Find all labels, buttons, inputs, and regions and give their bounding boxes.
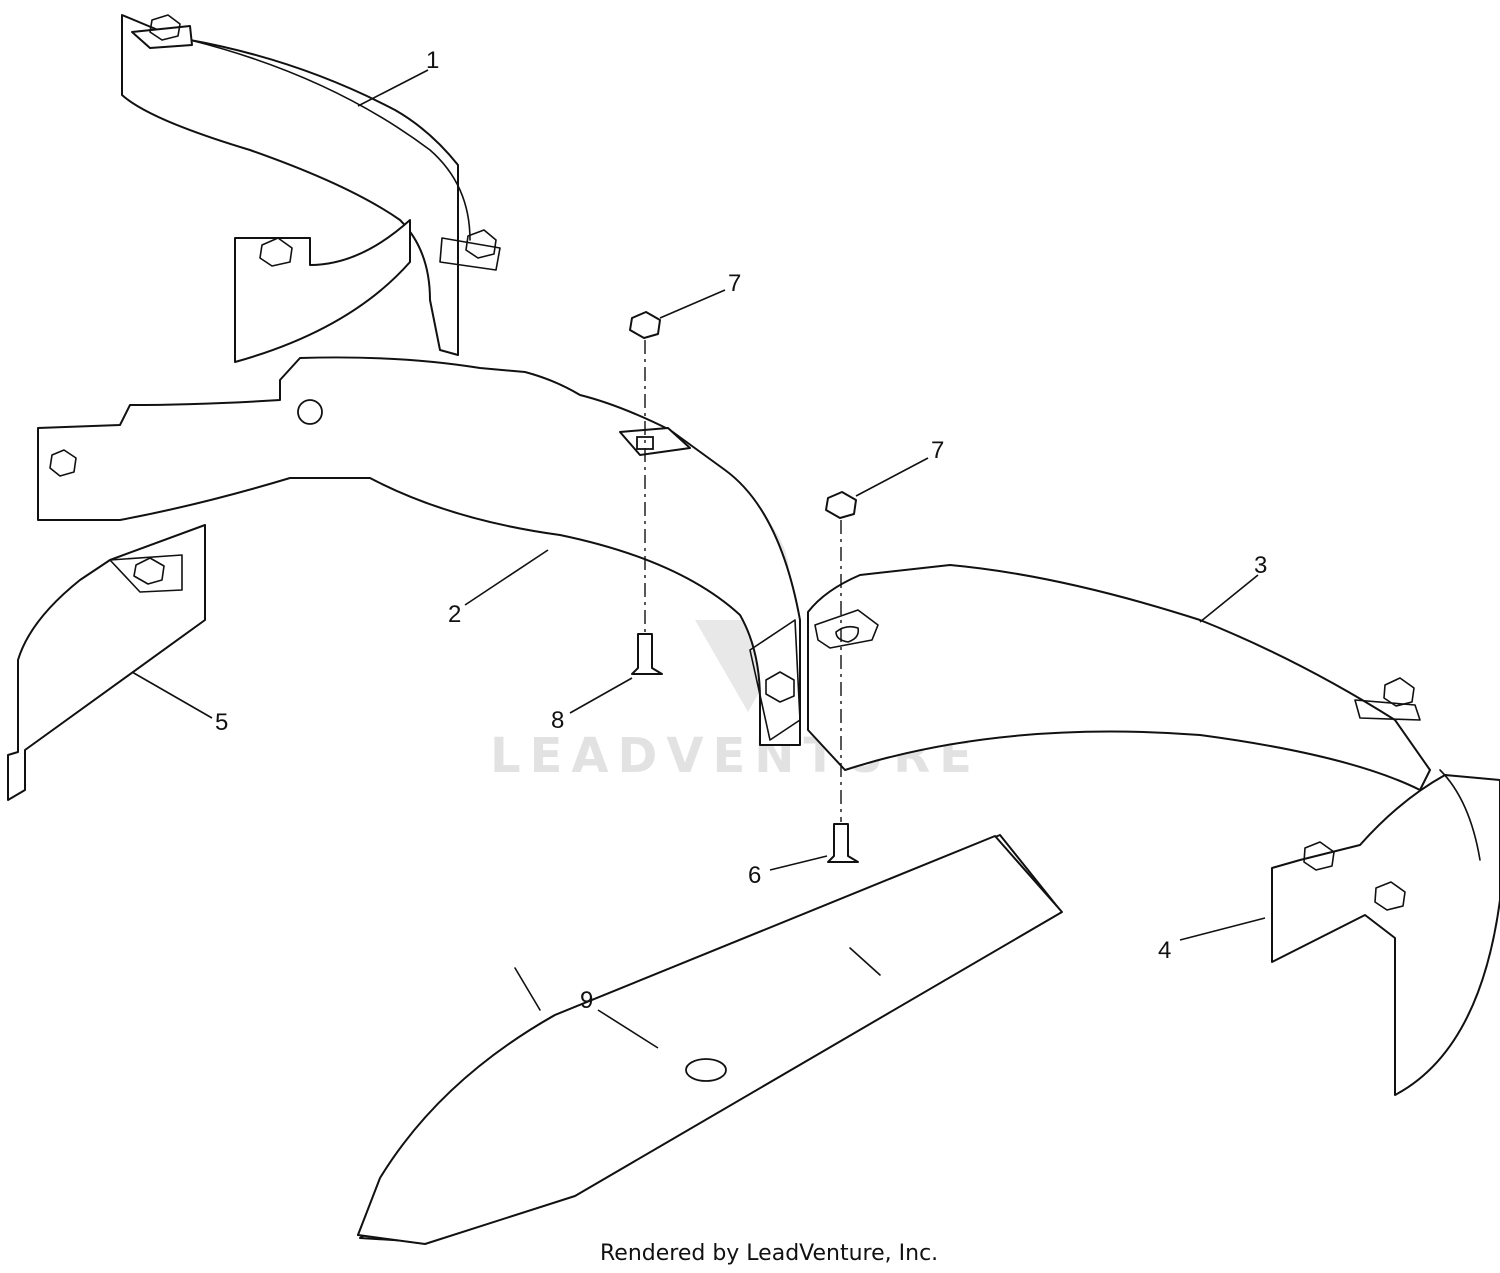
render-credit: Rendered by LeadVenture, Inc. — [600, 1241, 938, 1266]
part-8-bolt — [631, 633, 663, 675]
part-3-baffle — [807, 564, 1431, 791]
callout-8: 8 — [551, 707, 564, 734]
callout-7b: 7 — [931, 437, 944, 464]
callouts: 1 2 3 4 5 6 7 7 8 9 — [215, 47, 1267, 1014]
part-7-nut-a — [629, 311, 661, 339]
callout-6: 6 — [748, 862, 761, 889]
part-4-baffle — [1271, 769, 1500, 1096]
part-2-baffle — [37, 356, 801, 746]
callout-1: 1 — [426, 47, 439, 74]
leader-lines — [131, 69, 1266, 1049]
part-6-bolt — [827, 823, 859, 863]
part-2-hole — [297, 399, 323, 425]
callout-5: 5 — [215, 709, 228, 736]
part-9-blade — [357, 834, 1063, 1245]
part-5-baffle — [7, 524, 206, 801]
part-9-center-hole — [685, 1058, 727, 1082]
callout-9: 9 — [580, 987, 593, 1014]
callout-3: 3 — [1254, 552, 1267, 579]
callout-7a: 7 — [728, 270, 741, 297]
part-1-baffle — [121, 14, 501, 363]
hardware — [629, 311, 859, 863]
callout-4: 4 — [1158, 937, 1171, 964]
callout-2: 2 — [448, 601, 461, 628]
part-7-nut-b — [825, 491, 857, 519]
